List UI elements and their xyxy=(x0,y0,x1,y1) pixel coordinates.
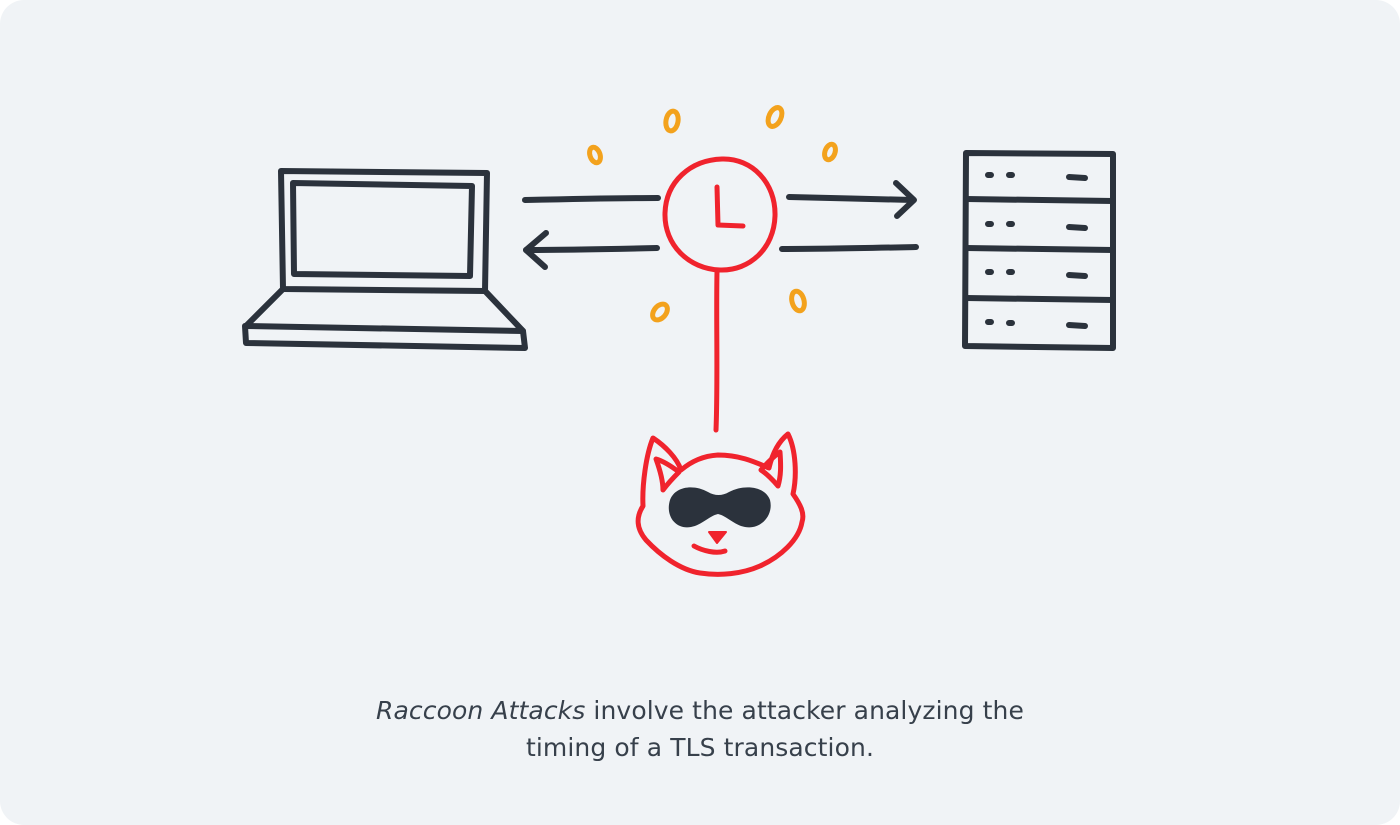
clock-icon xyxy=(665,159,775,270)
diagram-caption: Raccoon Attacks involve the attacker ana… xyxy=(300,692,1100,766)
raccoon-head-icon xyxy=(638,434,803,574)
eavesdrop-line xyxy=(716,272,717,430)
caption-line2: timing of a TLS transaction. xyxy=(526,733,874,762)
server-rack-icon xyxy=(965,153,1113,348)
caption-emphasis: Raccoon Attacks xyxy=(376,696,585,725)
request-line xyxy=(525,198,658,200)
response-line xyxy=(782,247,916,249)
caption-line1-rest: involve the attacker analyzing the xyxy=(585,696,1024,725)
request-arrow-to-server xyxy=(789,183,914,216)
raccoon-nose xyxy=(709,532,726,543)
raccoon-mask xyxy=(669,487,771,527)
response-arrow-to-laptop xyxy=(526,233,657,267)
laptop-icon xyxy=(245,171,525,348)
spark-marks xyxy=(588,105,838,322)
